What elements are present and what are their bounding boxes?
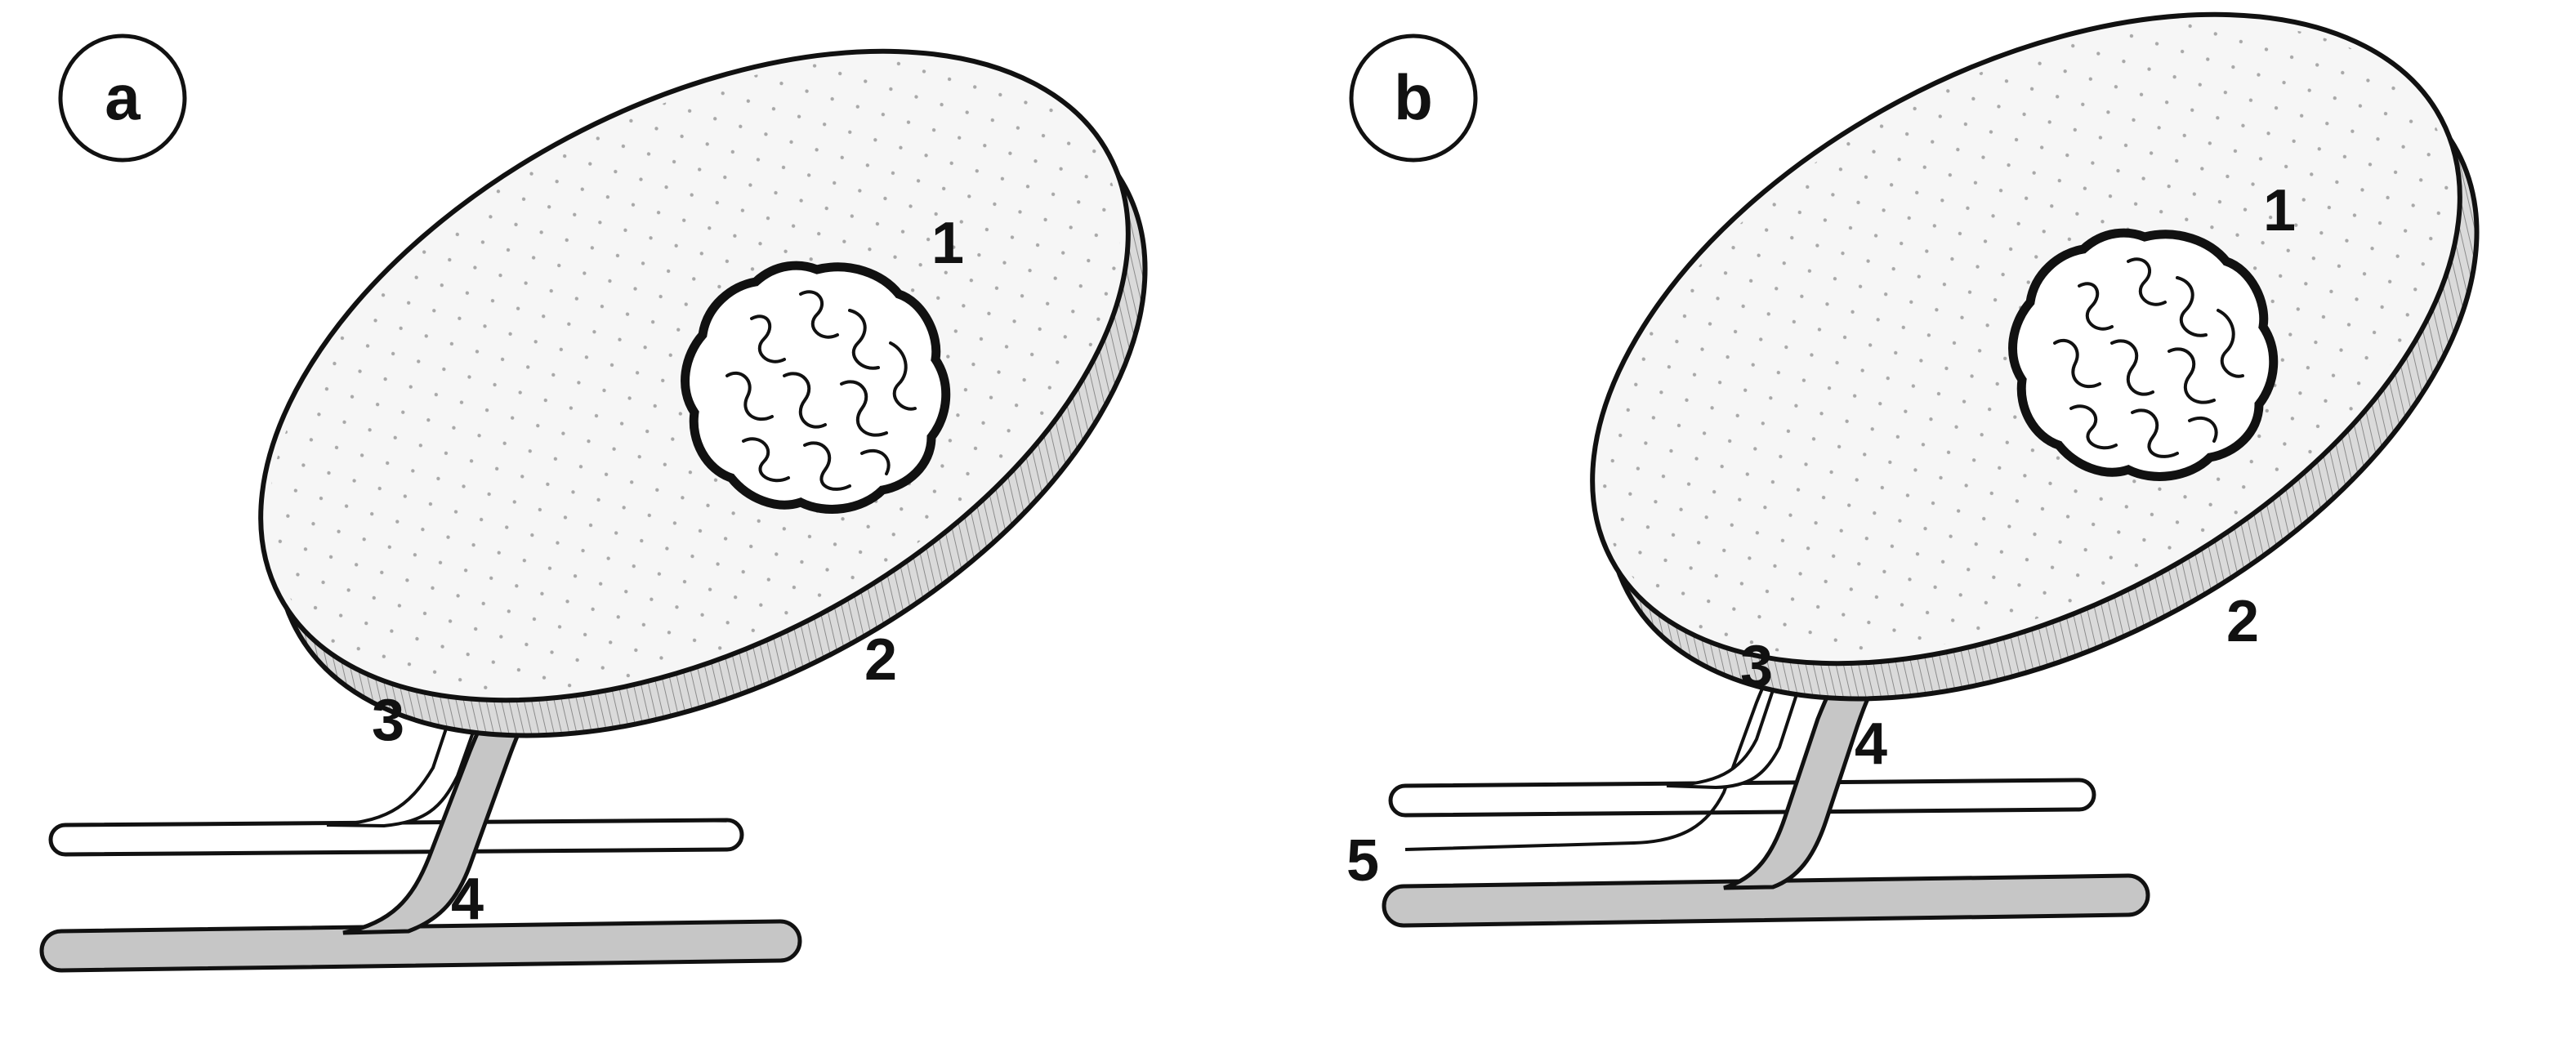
panel-a-label-4: 4 — [451, 867, 484, 932]
panel-b-chromatin — [2053, 257, 2244, 458]
panel-a-nucleus — [681, 261, 951, 514]
panel-b: b — [1346, 11, 2480, 928]
panel-b-label-1: 1 — [2263, 178, 2296, 243]
panel-b-white-horizontal-fiber — [1388, 778, 2096, 818]
panel-a: a — [39, 33, 1148, 973]
panel-a-letter-circle — [58, 33, 187, 163]
panel-a-label-3: 3 — [372, 688, 404, 753]
panel-b-label-3: 3 — [1740, 634, 1773, 699]
panel-b-letter-circle — [1349, 33, 1478, 163]
panel-a-letter: a — [105, 61, 141, 133]
panel-a-gray-horizontal-fiber — [39, 919, 802, 973]
panel-b-label-4: 4 — [1855, 711, 1887, 777]
panel-b-label-2: 2 — [2226, 589, 2259, 654]
panel-b-disc — [1590, 11, 2480, 702]
panel-a-label-1: 1 — [931, 211, 964, 276]
panel-b-letter: b — [1394, 61, 1433, 133]
panel-b-gray-horizontal-fiber — [1382, 873, 2150, 928]
panel-b-label-5: 5 — [1346, 828, 1379, 894]
panel-a-chromatin — [725, 290, 917, 491]
panel-a-disc — [258, 48, 1148, 738]
panel-b-nucleus — [2008, 228, 2279, 481]
panel-a-label-2: 2 — [864, 627, 897, 693]
panel-a-white-horizontal-fiber — [48, 818, 744, 857]
